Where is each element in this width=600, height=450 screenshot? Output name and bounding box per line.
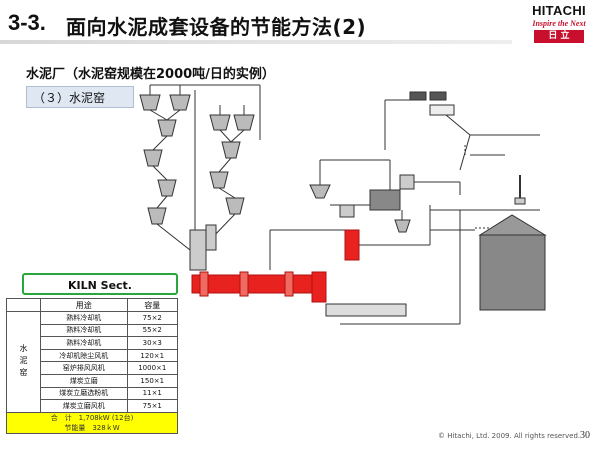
coal-storage-conveyor	[384, 91, 540, 171]
row-name: 煤炭立磨选粉机	[40, 386, 128, 401]
total-line-2: 节能量 328ｋW	[64, 423, 120, 432]
table-total-row: 合 计 1,708kW (12台) 节能量 328ｋW	[6, 411, 178, 434]
equipment-table: 用途 容量 水泥窑 熟料冷却机 75×2 熟料冷却机 55×2 熟料冷却机 30…	[6, 298, 179, 434]
row-name: 熟料冷却机	[40, 336, 128, 350]
table-row: 窑炉排风风机 1000×1	[7, 361, 179, 375]
rotary-kiln	[191, 271, 327, 303]
slide-header: 3-3. 面向水泥成套设备的节能方法(2) HITACHI Inspire th…	[0, 0, 600, 46]
row-name: 煤炭立磨	[40, 373, 128, 388]
slide-title: 面向水泥成套设备的节能方法(2)	[66, 15, 367, 39]
header-usage: 用途	[40, 298, 128, 312]
header-capacity: 容量	[126, 298, 179, 312]
row-capacity: 150×1	[126, 373, 179, 388]
table-row: 水泥窑 熟料冷却机 75×2	[6, 311, 179, 413]
row-capacity: 11×1	[126, 386, 179, 401]
row-name: 窑炉排风风机	[40, 361, 128, 375]
row-capacity: 1000×1	[126, 361, 179, 375]
row-capacity: 55×2	[126, 323, 179, 338]
group-label: 水泥窑	[6, 311, 41, 413]
row-capacity: 75×2	[126, 311, 179, 325]
row-name: 冷却机除尘风机	[40, 348, 128, 363]
table-row: 煤炭立磨选粉机 11×1	[7, 386, 179, 401]
calciner	[189, 224, 217, 271]
preheater-tower-right	[194, 85, 261, 250]
title-underline-bar	[0, 40, 512, 44]
table-header-row: 用途 容量	[6, 298, 179, 312]
row-name: 熟料冷却机	[40, 311, 128, 325]
hitachi-logo: HITACHI Inspire the Next 日 立	[520, 2, 598, 44]
kiln-section-label: KILN Sect.	[22, 273, 178, 295]
total-cell: 合 计 1,708kW (12台) 节能量 328ｋW	[6, 411, 178, 434]
section-label: （３）水泥窑	[26, 86, 134, 108]
row-name: 煤炭立磨风机	[40, 399, 128, 413]
slide-subtitle: 水泥厂（水泥窑规模在2000吨/日的实例）	[26, 67, 275, 82]
logo-tagline: Inspire the Next	[532, 19, 586, 28]
logo-brand: HITACHI	[532, 3, 586, 18]
header-spacer	[6, 298, 41, 312]
clinker-silo	[430, 175, 547, 311]
coal-mill	[269, 159, 461, 270]
kiln-process-diagram	[139, 84, 547, 325]
section-number: 3-3.	[8, 10, 46, 35]
preheater-tower-left	[139, 84, 260, 251]
logo-japanese: 日 立	[534, 30, 584, 43]
page-number: 30	[580, 430, 590, 441]
row-capacity: 120×1	[126, 348, 179, 363]
row-capacity: 30×3	[126, 336, 179, 350]
total-line-1: 合 计 1,708kW (12台)	[50, 413, 134, 422]
row-name: 熟料冷却机	[40, 323, 128, 338]
row-capacity: 75×1	[126, 399, 179, 413]
copyright-footer: © Hitachi, Ltd. 2009. All rights reserve…	[438, 432, 581, 440]
table-row: 煤炭立磨 150×1	[7, 373, 179, 388]
clinker-cooler	[325, 210, 461, 325]
